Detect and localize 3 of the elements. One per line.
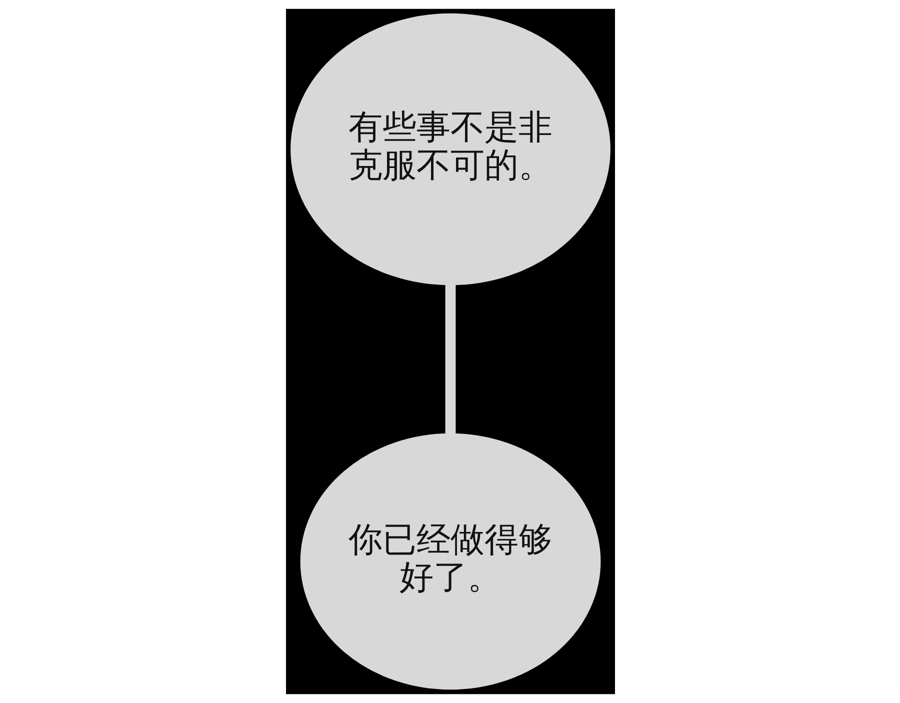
node-ellipse: 有些事不是非克服不可的。 <box>290 13 610 286</box>
connector <box>444 284 456 434</box>
node-ellipse: 你已经做得够好了。 <box>300 433 600 690</box>
